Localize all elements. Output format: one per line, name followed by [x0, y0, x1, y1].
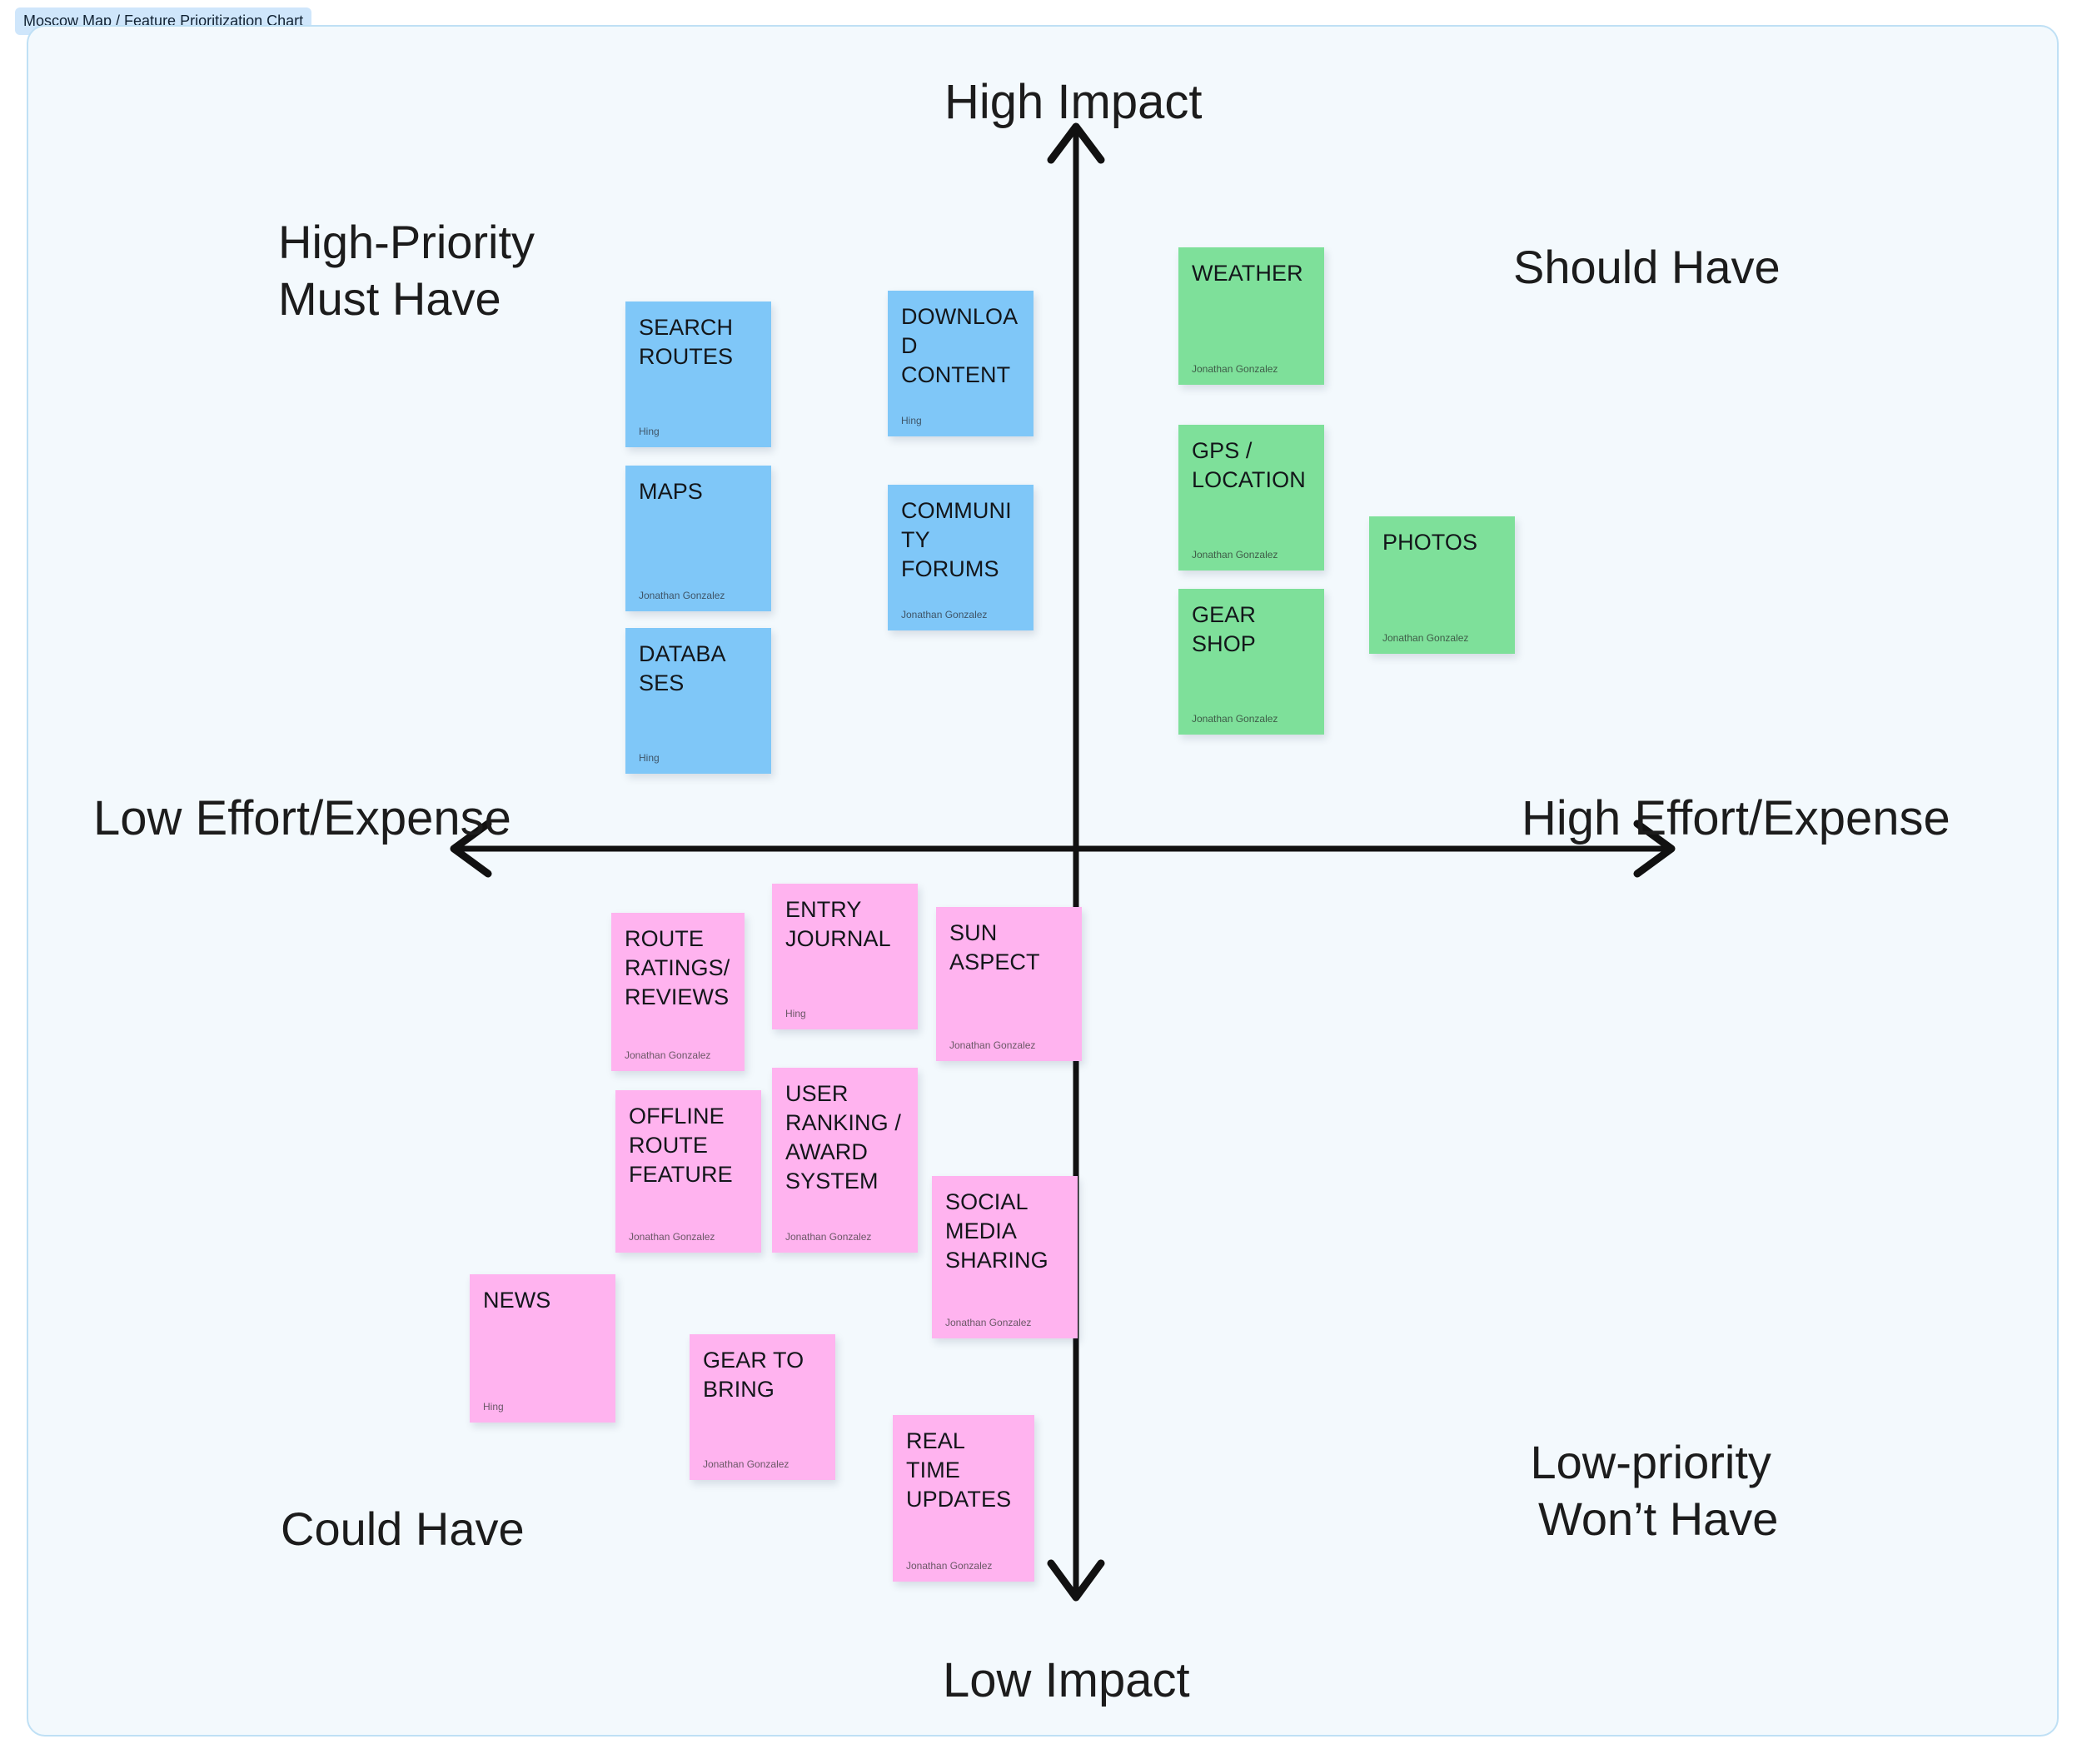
sticky-note-author: Jonathan Gonzalez: [949, 1039, 1036, 1051]
sticky-note[interactable]: ENTRY JOURNAL Hing: [772, 884, 918, 1029]
sticky-note-title: GEAR TO BRING: [703, 1348, 804, 1403]
sticky-note-title: DOWNLOAD CONTENT: [901, 304, 1019, 388]
quadrant-label-must-have-line2: Must Have: [278, 272, 501, 326]
axis-label-high-impact: High Impact: [944, 75, 1203, 129]
quadrant-label-could-have: Could Have: [281, 1502, 525, 1555]
quadrant-label-wont-have-line1: Low-priority: [1530, 1436, 1771, 1488]
sticky-note-author: Hing: [639, 752, 660, 764]
sticky-note-title: MAPS: [639, 479, 703, 504]
sticky-note-author: Jonathan Gonzalez: [625, 1049, 711, 1061]
sticky-note[interactable]: MAPS Jonathan Gonzalez: [625, 466, 771, 611]
sticky-note-title: SUN ASPECT: [949, 920, 1040, 975]
sticky-note-title: GEAR SHOP: [1192, 602, 1256, 657]
sticky-note[interactable]: SUN ASPECT Jonathan Gonzalez: [936, 907, 1082, 1061]
sticky-note[interactable]: DOWNLOAD CONTENT Hing: [888, 291, 1034, 436]
sticky-note-title: OFFLINE ROUTE FEATURE: [629, 1104, 733, 1188]
sticky-note-author: Jonathan Gonzalez: [639, 590, 725, 601]
sticky-note-author: Hing: [483, 1401, 504, 1413]
sticky-note-author: Hing: [785, 1008, 806, 1019]
sticky-note-title: ROUTE RATINGS/ REVIEWS: [625, 926, 730, 1010]
sticky-note-author: Jonathan Gonzalez: [1192, 549, 1278, 561]
sticky-note-author: Jonathan Gonzalez: [1192, 713, 1278, 725]
sticky-note-title: GPS / LOCATION: [1192, 438, 1306, 493]
sticky-note-title: DATABA SES: [639, 641, 725, 696]
sticky-note-title: COMMUNITY FORUMS: [901, 498, 1012, 582]
sticky-note[interactable]: REAL TIME UPDATES Jonathan Gonzalez: [893, 1415, 1034, 1582]
axis-label-low-effort-expense: Low Effort/Expense: [93, 791, 511, 845]
sticky-note-author: Jonathan Gonzalez: [945, 1317, 1032, 1328]
sticky-note-title: WEATHER: [1192, 261, 1303, 286]
sticky-note-title: PHOTOS: [1382, 530, 1478, 555]
sticky-note[interactable]: NEWS Hing: [470, 1274, 615, 1423]
sticky-note-title: SEARCH ROUTES: [639, 315, 734, 370]
sticky-note[interactable]: WEATHER Jonathan Gonzalez: [1178, 247, 1324, 385]
sticky-note-title: USER RANKING / AWARD SYSTEM: [785, 1081, 901, 1194]
sticky-note[interactable]: COMMUNITY FORUMS Jonathan Gonzalez: [888, 485, 1034, 630]
sticky-note-author: Hing: [901, 415, 922, 426]
sticky-note[interactable]: PHOTOS Jonathan Gonzalez: [1369, 516, 1515, 654]
sticky-note[interactable]: USER RANKING / AWARD SYSTEM Jonathan Gonz…: [772, 1068, 918, 1253]
sticky-note[interactable]: GEAR TO BRING Jonathan Gonzalez: [690, 1334, 835, 1480]
sticky-note-author: Jonathan Gonzalez: [901, 609, 988, 620]
sticky-note[interactable]: OFFLINE ROUTE FEATURE Jonathan Gonzalez: [615, 1090, 761, 1253]
axis-label-high-effort-expense: High Effort/Expense: [1522, 791, 1950, 845]
sticky-note[interactable]: GPS / LOCATION Jonathan Gonzalez: [1178, 425, 1324, 571]
quadrant-label-wont-have: Low-priority Won’t Have: [1523, 1434, 1779, 1548]
sticky-note-author: Jonathan Gonzalez: [1192, 363, 1278, 375]
quadrant-label-must-have: High-Priority Must Have: [278, 214, 535, 328]
sticky-note-author: Jonathan Gonzalez: [906, 1560, 993, 1572]
whiteboard-canvas[interactable]: High Impact Low Impact Low Effort/Expens…: [27, 25, 2059, 1737]
sticky-note-author: Jonathan Gonzalez: [629, 1231, 715, 1243]
quadrant-label-should-have: Should Have: [1513, 241, 1781, 293]
sticky-note-author: Hing: [639, 426, 660, 437]
sticky-note[interactable]: SEARCH ROUTES Hing: [625, 301, 771, 447]
sticky-note-author: Jonathan Gonzalez: [785, 1231, 872, 1243]
sticky-note[interactable]: DATABA SES Hing: [625, 628, 771, 774]
sticky-note[interactable]: GEAR SHOP Jonathan Gonzalez: [1178, 589, 1324, 735]
sticky-note-title: NEWS: [483, 1288, 551, 1313]
sticky-note[interactable]: SOCIAL MEDIA SHARING Jonathan Gonzalez: [932, 1176, 1078, 1338]
sticky-note-title: ENTRY JOURNAL: [785, 897, 891, 952]
sticky-note-author: Jonathan Gonzalez: [703, 1458, 789, 1470]
quadrant-label-wont-have-line2: Won’t Have: [1538, 1492, 1779, 1546]
sticky-note[interactable]: ROUTE RATINGS/ REVIEWS Jonathan Gonzalez: [611, 913, 745, 1071]
quadrant-label-must-have-line1: High-Priority: [278, 216, 535, 268]
sticky-note-title: REAL TIME UPDATES: [906, 1428, 1012, 1512]
sticky-note-title: SOCIAL MEDIA SHARING: [945, 1189, 1048, 1273]
axis-label-low-impact: Low Impact: [943, 1653, 1190, 1707]
sticky-note-author: Jonathan Gonzalez: [1382, 632, 1469, 644]
